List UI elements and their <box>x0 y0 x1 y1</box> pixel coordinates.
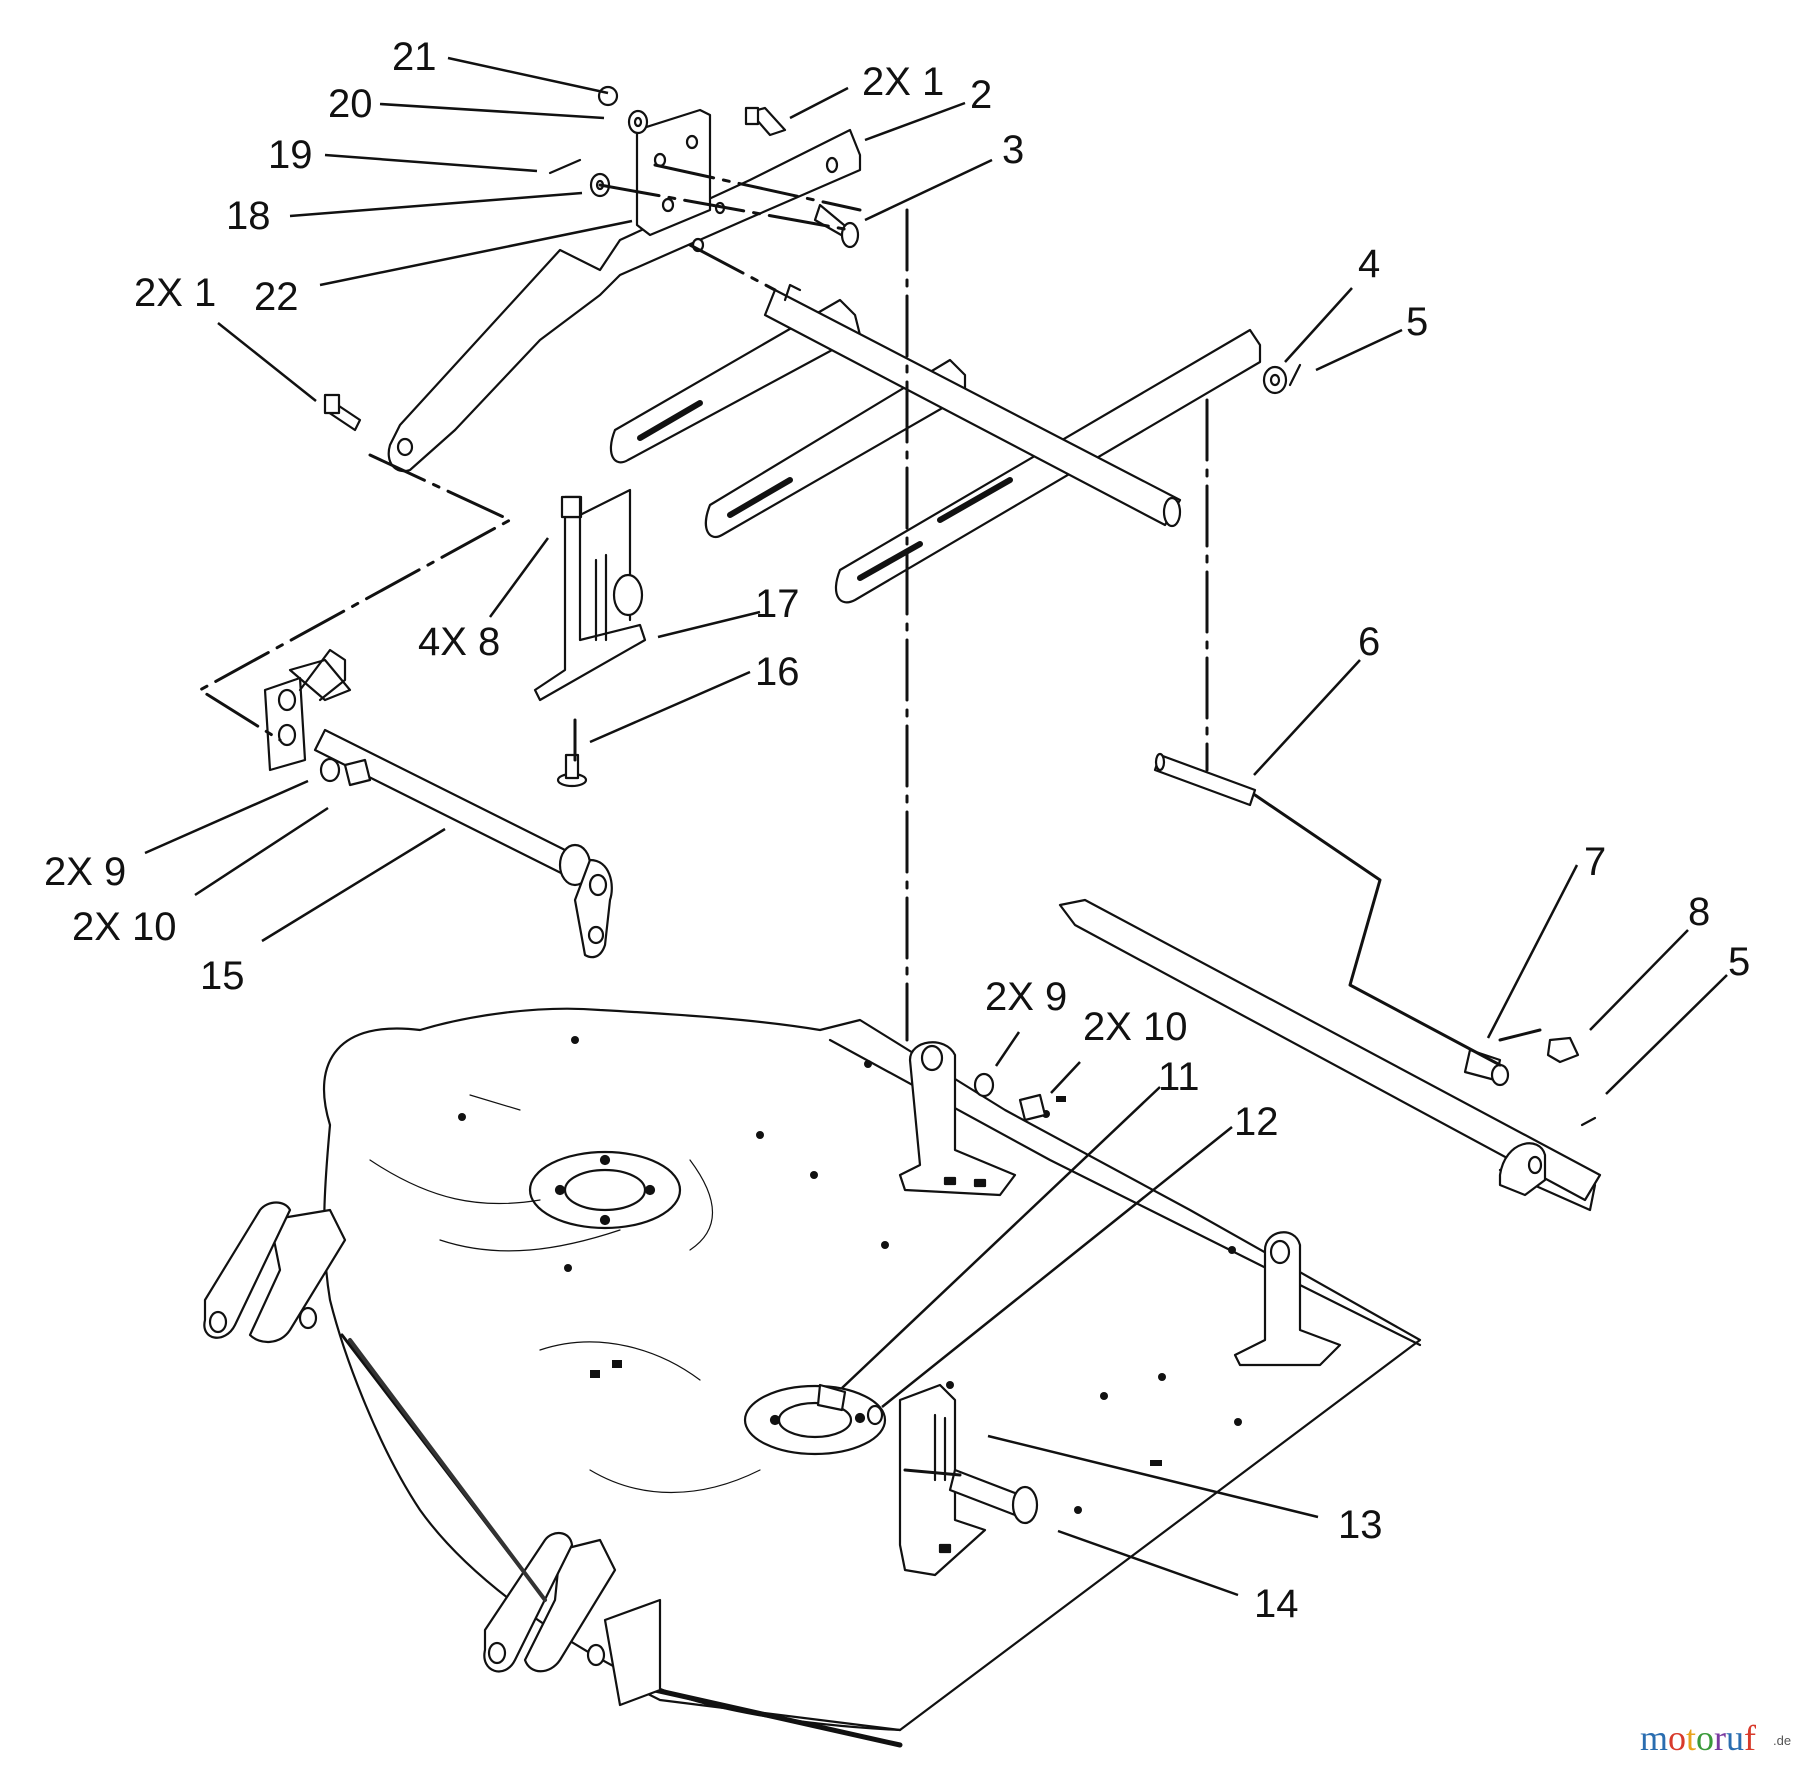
callout-2x10-mid: 2X 10 <box>1083 1005 1188 1049</box>
callout-2x1-top: 2X 1 <box>862 60 944 104</box>
callout-20: 20 <box>328 82 373 126</box>
callout-4x8: 4X 8 <box>418 620 500 664</box>
motoruf-watermark: motoruf .de <box>1640 1718 1791 1758</box>
callout-11: 11 <box>1158 1055 1200 1099</box>
callout-2x1-left: 2X 1 <box>134 271 216 315</box>
front-hanger-bottom <box>483 1532 662 1707</box>
callout-2x9-mid: 2X 9 <box>985 975 1067 1019</box>
callout-2x10-left: 2X 10 <box>72 905 177 949</box>
spindle-plate-upper <box>528 1150 682 1230</box>
spindle-plate-lower <box>743 1384 887 1456</box>
slotted-lift-arms <box>609 298 1262 604</box>
rear-lift-shaft-15 <box>263 648 613 959</box>
callout-21: 21 <box>392 35 437 79</box>
callout-13: 13 <box>1338 1503 1383 1547</box>
callout-6: 6 <box>1358 620 1380 664</box>
rear-baffle-rail <box>1058 898 1602 1212</box>
callout-18: 18 <box>226 194 271 238</box>
adjustment-bracket-13 <box>898 1383 987 1577</box>
watermark-suffix: .de <box>1773 1733 1791 1748</box>
rear-mount-bracket-right <box>1233 1231 1342 1367</box>
callout-12: 12 <box>1234 1100 1279 1144</box>
callout-14: 14 <box>1254 1582 1299 1626</box>
callout-4: 4 <box>1358 242 1380 286</box>
lift-arm-plate <box>387 128 862 473</box>
pivot-bracket-17 <box>533 488 647 702</box>
center-lines <box>198 163 1542 1477</box>
callout-8: 8 <box>1688 890 1710 934</box>
callout-15: 15 <box>200 954 245 998</box>
hardware-fasteners <box>319 85 1597 1525</box>
callout-2: 2 <box>970 73 992 117</box>
callout-22: 22 <box>254 275 299 319</box>
parts-artwork <box>198 85 1602 1748</box>
callout-17: 17 <box>755 582 800 626</box>
cross-shaft <box>763 283 1182 528</box>
leader-lines <box>144 56 1728 1597</box>
callout-7: 7 <box>1584 840 1606 884</box>
front-hanger-left <box>203 1201 347 1343</box>
callout-5-right: 5 <box>1728 940 1750 984</box>
callout-5-top: 5 <box>1406 300 1428 344</box>
watermark-logo: motoruf <box>1640 1718 1756 1758</box>
adjustment-rod-6 <box>1153 752 1257 807</box>
callout-19: 19 <box>268 133 313 177</box>
callout-16: 16 <box>755 650 800 694</box>
callout-2x9-left: 2X 9 <box>44 850 126 894</box>
callout-labels: 21 20 19 18 22 2X 1 2 3 2X 1 4 5 4X 8 17… <box>44 35 1750 1626</box>
rear-mount-bracket-center <box>898 1041 1017 1197</box>
callout-3: 3 <box>1002 128 1024 172</box>
